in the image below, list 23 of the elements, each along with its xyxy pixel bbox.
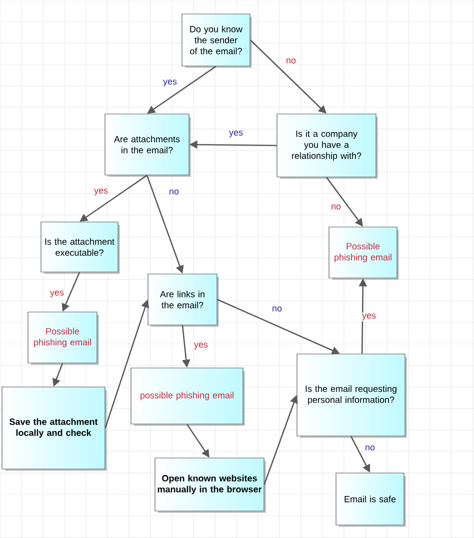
edge-label: no — [168, 188, 180, 196]
question-box: Is the attachment executable? — [40, 222, 118, 272]
result-box: Email is safe — [336, 472, 404, 526]
edge-label: yes — [162, 78, 178, 88]
edge-label: no — [330, 204, 342, 210]
warning-box: Possible phishing email — [328, 226, 398, 278]
edge-label: yes — [228, 130, 244, 138]
question-box: Is the email requesting personal information? — [296, 354, 406, 436]
action-box: Save the attachment locally and check — [2, 386, 106, 470]
question-box: Are attachments in the email? — [104, 114, 190, 176]
edge-label: yes — [193, 342, 209, 350]
edge-label: no — [271, 306, 283, 312]
warning-box: possible phishing email — [130, 368, 244, 424]
warning-box: Possible phishing email — [28, 312, 98, 364]
edge-label: yes — [49, 290, 65, 298]
action-box: Open known websites manually in the browser — [154, 458, 264, 512]
edge-label: yes — [361, 312, 377, 322]
edge-label: no — [364, 444, 376, 452]
question-box: Are links in the email? — [148, 274, 218, 326]
edge-label: yes — [93, 188, 109, 196]
edge-label: no — [285, 58, 297, 64]
question-box: Do you know the sender of the email? — [182, 14, 250, 66]
question-box: Is it a company you have a relationship with? — [276, 114, 376, 178]
